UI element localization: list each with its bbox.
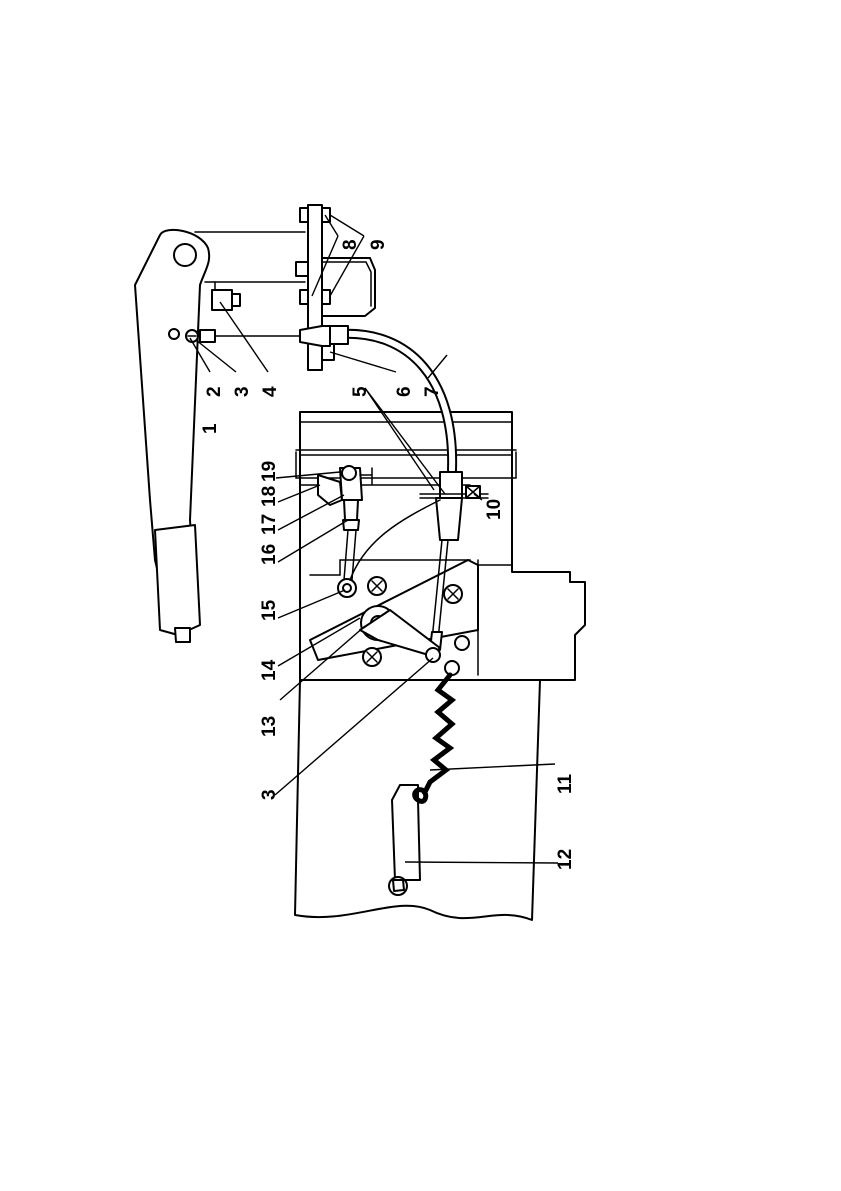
callout-13: 13 [259, 716, 280, 737]
callout-5: 5 [350, 386, 371, 397]
callout-14: 14 [259, 659, 280, 681]
callout-10: 10 [484, 499, 505, 520]
callout-1: 1 [200, 423, 221, 434]
lever-bracket [195, 232, 305, 310]
callout-16: 16 [259, 544, 280, 565]
callout-3-top: 3 [232, 386, 253, 397]
callout-12: 12 [555, 849, 576, 870]
callout-18: 18 [259, 486, 280, 507]
hand-brake-lever [135, 230, 209, 642]
callout-3-bottom: 3 [259, 789, 280, 800]
callout-8: 8 [340, 239, 361, 250]
callout-19: 19 [259, 461, 280, 482]
callout-15: 15 [259, 599, 280, 621]
callout-7: 7 [422, 386, 443, 397]
callout-2: 2 [204, 386, 225, 397]
callout-17: 17 [259, 514, 280, 535]
callout-11: 11 [555, 773, 576, 794]
callout-4: 4 [260, 386, 281, 397]
callout-6: 6 [394, 386, 415, 397]
callout-9: 9 [368, 239, 389, 250]
